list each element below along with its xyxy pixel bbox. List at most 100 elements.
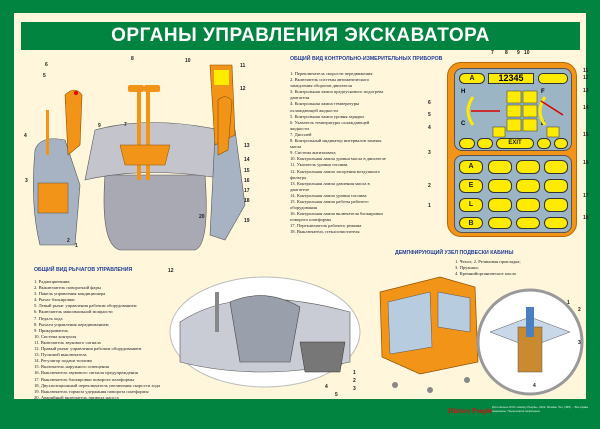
cab-window: [387, 291, 433, 355]
cab-interior-illustration: [169, 276, 361, 388]
left-joystick: [64, 89, 83, 156]
instrument-panel: A 12345 H C F E EXIT A E L B: [447, 62, 577, 237]
callout-number: 11: [583, 68, 589, 74]
list-item: 12. Контрольная лампа засорения воздушно…: [290, 168, 380, 180]
list-item: 4. Рычаг блокировки: [34, 297, 75, 303]
key-up[interactable]: [544, 179, 568, 193]
temperature-gauge: [466, 96, 475, 126]
swing-lock-button[interactable]: [537, 138, 551, 149]
callout-number: 1: [428, 203, 431, 209]
callout-number: 18: [583, 215, 589, 221]
key-a[interactable]: A: [459, 160, 483, 174]
list-item: 16. Выключатель звукового сигнала предуп…: [34, 370, 138, 376]
lock-lever: [46, 110, 49, 155]
list-item: 20. Аварийный включатель привода насоса: [34, 394, 119, 400]
callout-number: 2: [428, 183, 431, 189]
key-back[interactable]: [544, 160, 568, 174]
callout-number: 15: [583, 132, 589, 138]
key-lamp[interactable]: [488, 198, 512, 212]
key-swap[interactable]: [516, 179, 540, 193]
list-item: 6. Указатель температуры охлаждающей жид…: [290, 119, 370, 131]
list-item: 3. Панель управления кондиционера: [34, 291, 106, 297]
list-item: 18. Выключатель стеклоочистителя: [290, 229, 360, 235]
callout-number: 7: [124, 122, 127, 128]
callout-number: 16: [244, 178, 250, 184]
list-item: 2. Выключатель поворотной фары: [34, 285, 101, 291]
aircon-panel: [37, 182, 69, 214]
list-item: 9. Система антизахвата: [290, 150, 336, 156]
power-button: [74, 91, 78, 95]
list-item: 8. Контрольный индикатор интервалов заме…: [290, 138, 382, 150]
joystick: [215, 292, 219, 332]
cab-list: 1. Чехол; 2. Резиновая прокладка;3. Пруж…: [455, 259, 585, 277]
gauge-full-label: F: [541, 89, 545, 95]
list-item: 3. Пружина;: [455, 265, 479, 271]
callout-number: 14: [583, 105, 589, 111]
callout-number: 3: [353, 386, 356, 392]
list-item: 13. Контрольная лампа давления масла в д…: [290, 180, 370, 192]
callout-number: 2: [578, 307, 581, 313]
warning-lamp: [546, 126, 560, 138]
list-item: 1. Чехол; 2. Резиновая прокладка;: [455, 259, 521, 264]
key-e[interactable]: E: [459, 179, 483, 193]
callout-number: 17: [583, 193, 589, 199]
callout-number: 12: [240, 86, 246, 92]
list-item: 10. Система контроля: [34, 333, 77, 339]
fuel-needle: [540, 100, 564, 116]
key-menu[interactable]: [488, 179, 512, 193]
publisher-logo: History People: [448, 407, 493, 415]
warning-lamp: [522, 104, 538, 118]
controls-illustration: [33, 64, 246, 251]
monitor-display: A 12345 H C F E EXIT: [454, 68, 572, 151]
callout-number: 19: [244, 218, 250, 224]
mount: [392, 382, 398, 388]
list-item: 1. Радиоприемник: [34, 279, 70, 284]
lamp-button[interactable]: [477, 138, 493, 149]
key-b[interactable]: B: [459, 217, 483, 229]
lamp-button[interactable]: [459, 138, 475, 149]
warning-lamp: [506, 118, 522, 132]
callout-number: 7: [491, 50, 494, 56]
list-item: 10. Контрольная лампа уровня масла в дви…: [290, 156, 386, 162]
warning-lamp: [506, 90, 522, 104]
gauges: [466, 90, 564, 138]
list-item: 8. Рычаги управления передвижением: [34, 321, 109, 327]
list-item: 7. Педаль хода: [34, 315, 63, 321]
key-confirm[interactable]: [544, 217, 568, 229]
list-item: 3. Контрольная лампа предпускового подог…: [290, 89, 384, 101]
cab-side-window: [437, 291, 471, 333]
right-console: [299, 341, 346, 373]
callout-number: 6: [45, 62, 48, 68]
list-item: 15. Контрольная лампа работы рабочего об…: [290, 198, 369, 211]
list-item: 17. Выключатель блокировки поворота плат…: [34, 376, 134, 382]
callout-number: 3: [25, 178, 28, 184]
list-item: 16. Контрольная лампа включателя блокиро…: [290, 211, 383, 223]
back-button[interactable]: [554, 138, 568, 149]
mode-indicator: A: [459, 73, 485, 84]
list-item: 1. Переключатель скорости передвижения: [290, 71, 373, 76]
list-item: 18. Двухпозиционный переключатель увелич…: [34, 382, 161, 388]
list-item: 4. Кремнийорганическое масло: [455, 271, 517, 277]
key-wiper[interactable]: [516, 198, 540, 212]
key-blank[interactable]: [488, 160, 512, 174]
key-down[interactable]: [544, 198, 568, 212]
counter-display: 12345: [488, 73, 534, 84]
callout-number: 18: [244, 198, 250, 204]
page-title: ОРГАНЫ УПРАВЛЕНИЯ ЭКСКАВАТОРА: [21, 22, 580, 50]
list-item: 19. Выключатель тормоза удержания поворо…: [34, 388, 149, 394]
gauge-cold-label: C: [461, 121, 466, 127]
callout-number: 14: [244, 157, 250, 163]
callout-number: 11: [240, 63, 246, 69]
key-l[interactable]: L: [459, 198, 483, 212]
key-washer[interactable]: [516, 217, 540, 229]
key-travel[interactable]: [488, 217, 512, 229]
callout-number: 3: [578, 340, 581, 346]
wiper-exit-button[interactable]: EXIT: [496, 138, 534, 149]
key-light[interactable]: [516, 160, 540, 174]
list-item: 11. Включатель звукового сигнала: [34, 339, 101, 345]
callout-number: 12: [168, 268, 174, 274]
list-item: 14. Регулятор подачи топлива: [34, 358, 92, 364]
callout-number: 17: [244, 188, 250, 194]
